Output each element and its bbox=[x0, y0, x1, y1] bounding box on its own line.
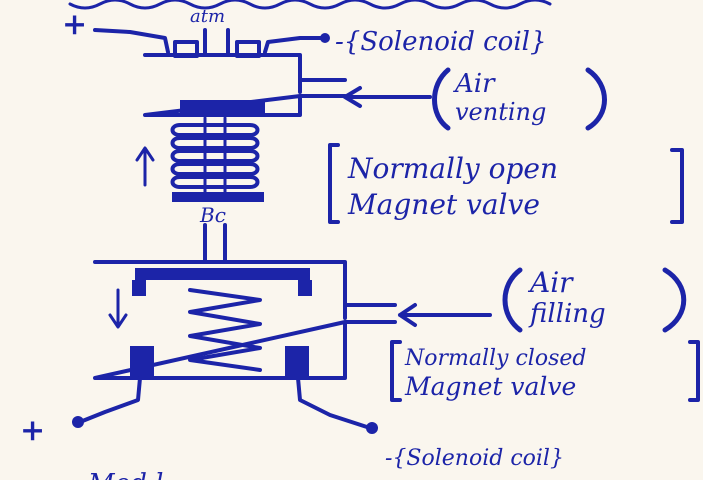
bottom-left-terminal bbox=[72, 416, 84, 428]
down-arrow bbox=[108, 288, 128, 329]
nc-valve-line2: Magnet valve bbox=[404, 372, 576, 401]
bc-label: Bc bbox=[199, 203, 226, 227]
no-valve-line1: Normally open bbox=[347, 152, 558, 185]
no-valve-bracket-left bbox=[328, 143, 340, 224]
bottom-plunger-right-lip bbox=[298, 280, 312, 296]
air-filling-line1: Air bbox=[527, 266, 574, 299]
bottom-plunger-left-lip bbox=[132, 280, 146, 296]
top-plus-sign: + bbox=[62, 7, 87, 42]
up-arrow bbox=[135, 146, 155, 187]
bottom-spring bbox=[188, 288, 262, 372]
top-right-wire bbox=[263, 36, 322, 54]
bottom-solenoid-label: -{Solenoid coil} bbox=[385, 446, 564, 471]
top-valve-housing bbox=[143, 53, 347, 117]
bottom-plunger bbox=[135, 268, 310, 280]
air-venting-line1: Air bbox=[453, 69, 496, 99]
top-left-wire bbox=[93, 28, 170, 54]
bottom-right-wire bbox=[296, 376, 372, 430]
air-filling-arrow bbox=[398, 303, 492, 327]
bottom-right-terminal bbox=[366, 422, 378, 434]
air-venting-line2: venting bbox=[455, 98, 546, 126]
air-filling-paren-right bbox=[662, 267, 687, 333]
atm-label: atm bbox=[190, 6, 225, 27]
top-base-plate bbox=[172, 192, 264, 202]
bottom-left-wire bbox=[78, 376, 142, 424]
wavy-top-line bbox=[68, 0, 552, 10]
no-valve-line2: Magnet valve bbox=[347, 188, 540, 221]
air-filling-paren-left bbox=[502, 267, 523, 333]
air-filling-line2: filling bbox=[528, 299, 606, 329]
top-plunger bbox=[180, 100, 265, 114]
nc-valve-bracket-left bbox=[390, 340, 402, 402]
air-venting-paren-left bbox=[432, 67, 451, 131]
top-spring bbox=[170, 116, 260, 197]
air-venting-arrow bbox=[343, 86, 432, 108]
bottom-seal-left bbox=[130, 346, 154, 378]
connector-tube bbox=[203, 223, 227, 264]
no-valve-bracket-right bbox=[670, 148, 684, 224]
bottom-plus-sign: + bbox=[20, 413, 45, 448]
top-right-terminal bbox=[320, 33, 330, 43]
bottom-cutoff-text: Mod l... bbox=[87, 469, 188, 480]
air-venting-paren-right bbox=[585, 67, 607, 131]
top-inlet-pipe bbox=[203, 28, 230, 57]
nc-valve-bracket-right bbox=[688, 340, 700, 402]
top-solenoid-label: -{Solenoid coil} bbox=[335, 27, 547, 57]
bottom-valve-housing bbox=[93, 260, 397, 380]
nc-valve-line1: Normally closed bbox=[404, 346, 586, 371]
bottom-seal-right bbox=[285, 346, 309, 378]
